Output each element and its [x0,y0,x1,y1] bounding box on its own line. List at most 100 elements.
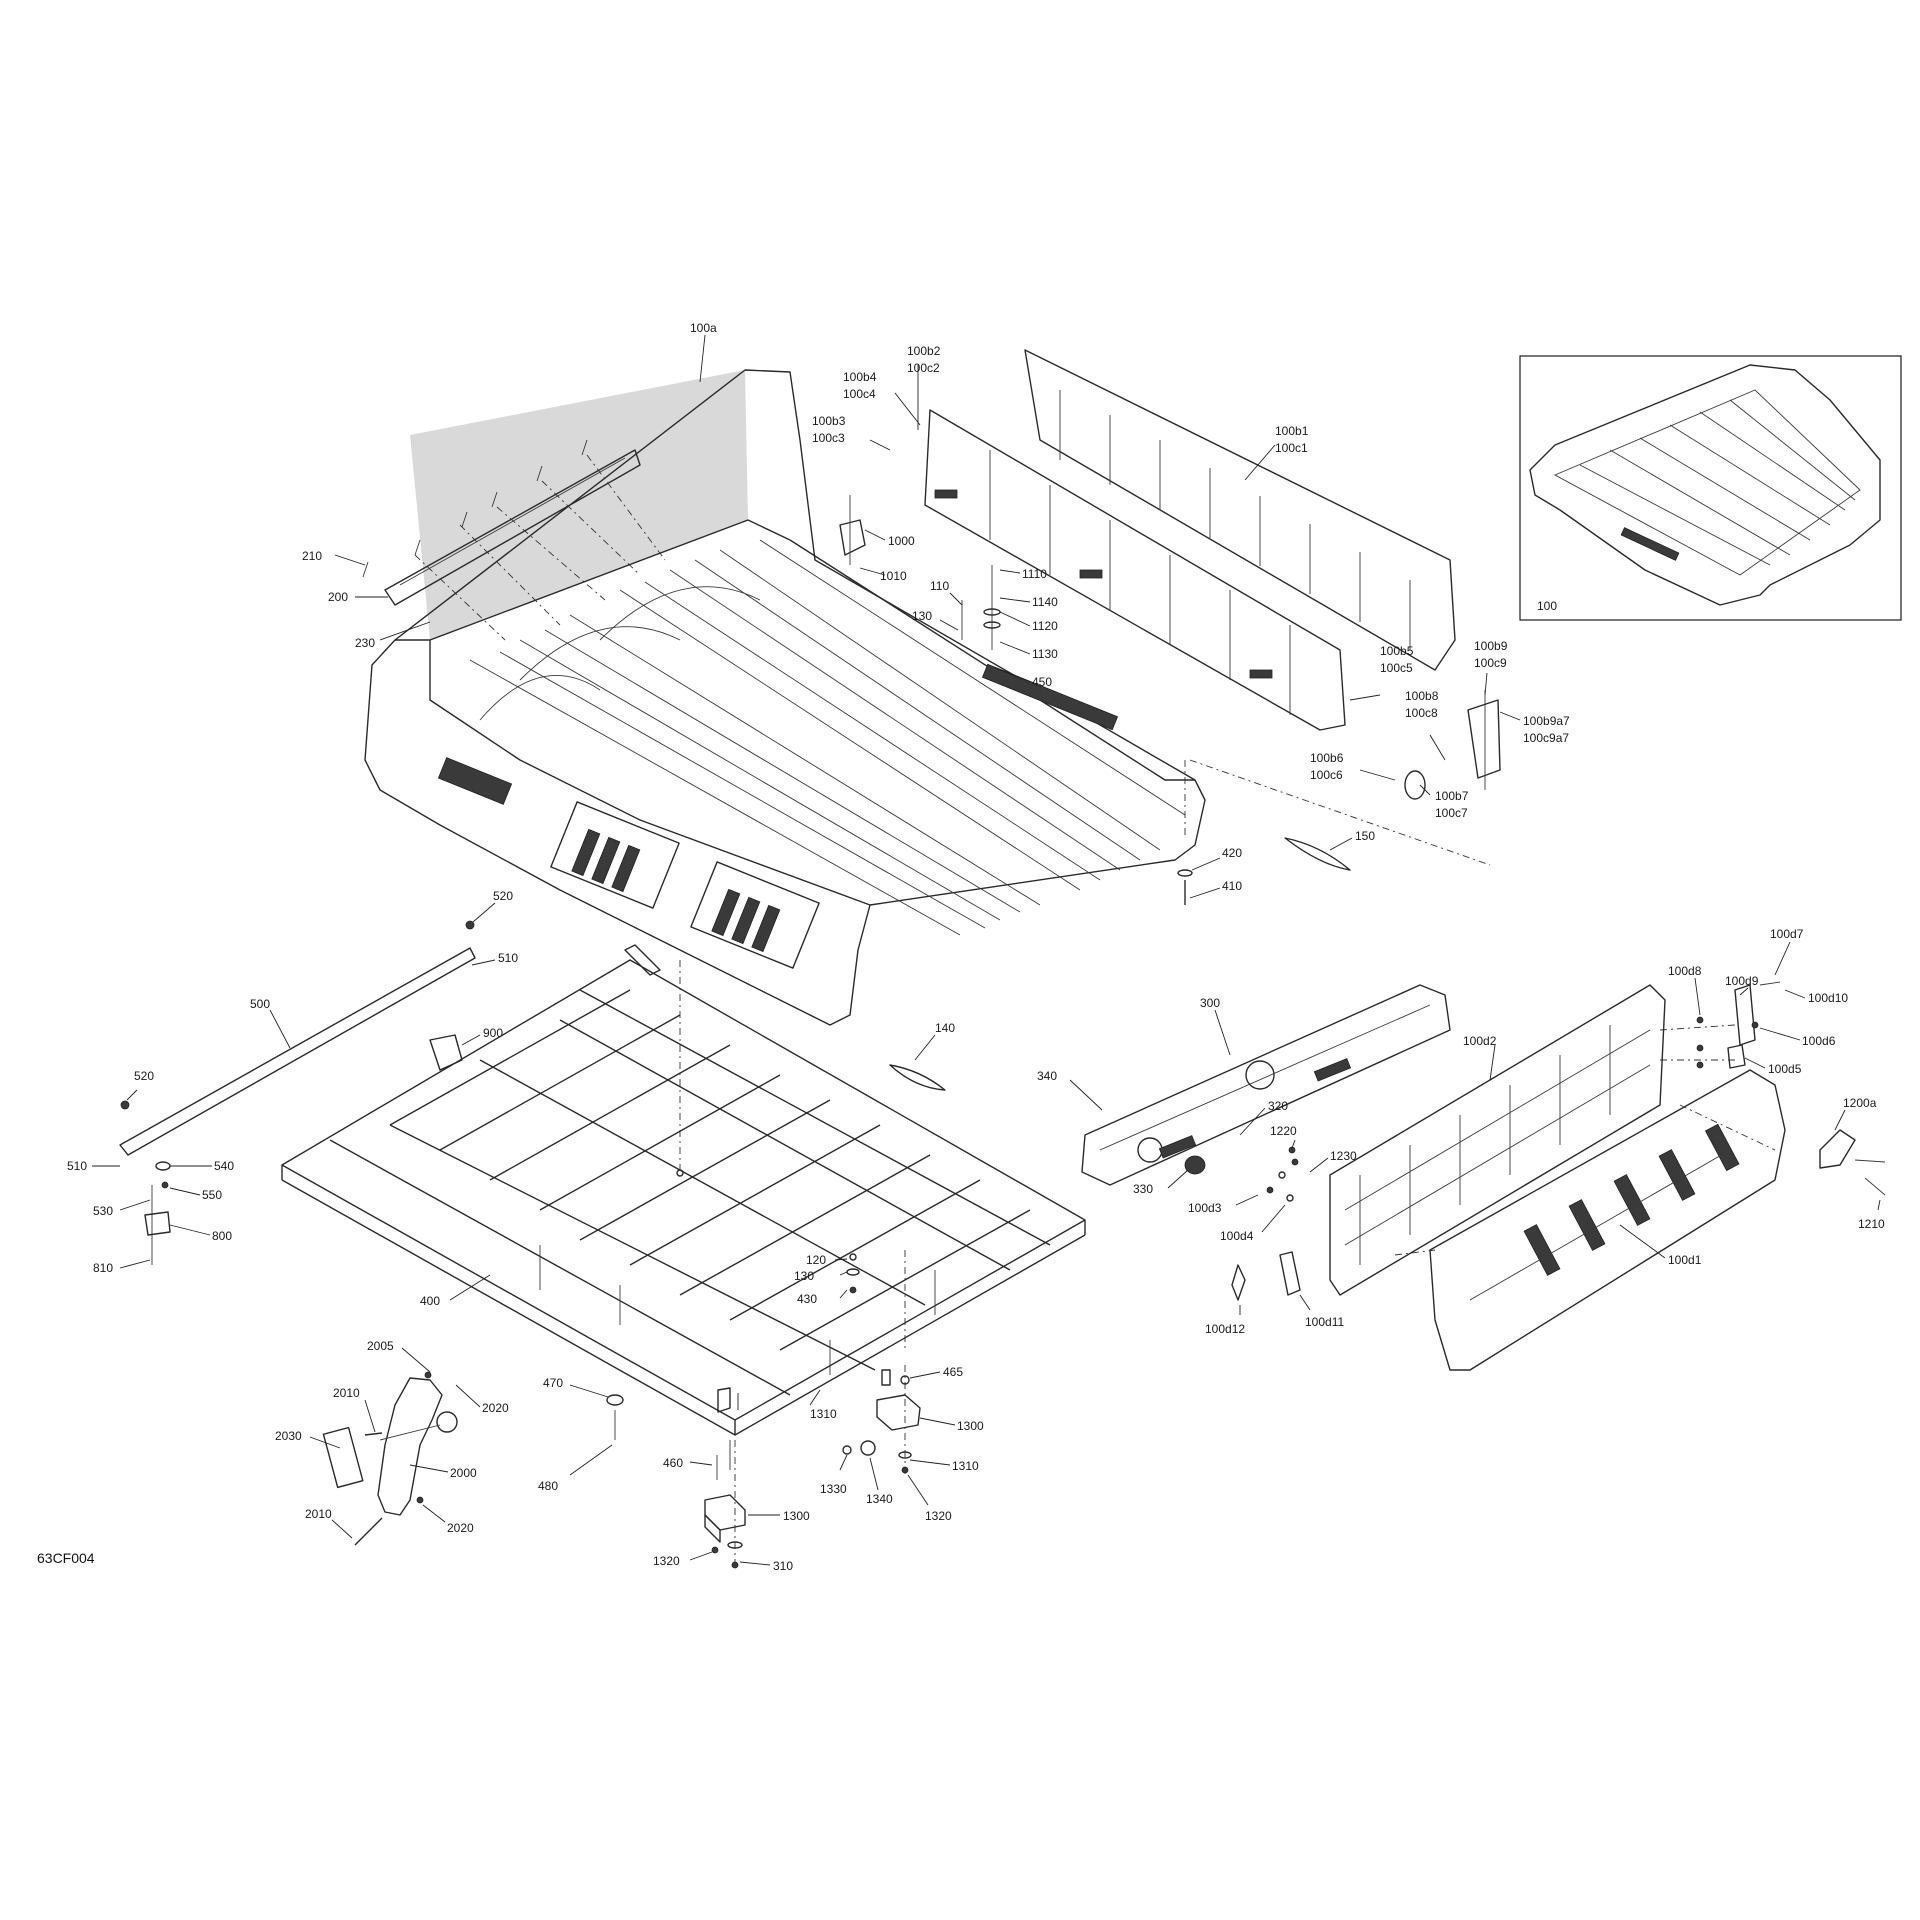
callout-130-top: 130 [912,609,932,623]
callout-100b4: 100b4 [843,370,877,384]
tailgate-top-300: 300 340 320 330 [1037,984,1451,1196]
callout-320: 320 [1268,1099,1288,1113]
callout-2020-bottom: 2020 [447,1521,474,1535]
callout-140: 140 [935,1021,955,1035]
callout-100d4: 100d4 [1220,1229,1254,1243]
callout-1140: 1140 [1032,595,1058,609]
side-rail-500: 520 510 500 520 510 [67,889,518,1173]
callout-100b7: 100b7 [1435,789,1469,803]
callout-1200a: 1200a [1843,1096,1877,1110]
callout-1300-lower: 1300 [783,1509,810,1523]
callout-430: 430 [797,1292,817,1306]
callout-1210: 1210 [1858,1217,1885,1231]
callout-100b6: 100b6 [1310,751,1344,765]
callout-800: 800 [212,1229,232,1243]
callout-100c7: 100c7 [1435,806,1468,820]
frame-400: 400 [281,944,1086,1470]
callout-200: 200 [328,590,348,604]
callout-520-bottom: 520 [134,1069,154,1083]
mount-1300-right: 465 1300 1330 1340 1310 1320 [820,1365,984,1523]
fasteners-410-420: 420 410 150 [1177,829,1375,905]
callout-100c2: 100c2 [907,361,940,375]
callout-510-top: 510 [498,951,518,965]
callout-550: 550 [202,1188,222,1202]
callout-530: 530 [93,1204,113,1218]
callout-1300-upper: 1300 [957,1419,984,1433]
callout-1230: 1230 [1330,1149,1357,1163]
callout-100d5: 100d5 [1768,1062,1802,1076]
drawing-code: 63CF004 [37,1550,95,1566]
callout-520-top: 520 [493,889,513,903]
callout-100: 100 [1537,599,1557,613]
callout-100d11: 100d11 [1305,1315,1344,1329]
front-panel-100b1: 100b1 100c1 100b2 100c2 100b4 100c4 100b… [812,344,1456,731]
callout-100b5: 100b5 [1380,644,1414,658]
callout-1310-upper: 1310 [952,1459,979,1473]
callout-410: 410 [1222,879,1242,893]
callout-1010: 1010 [880,569,907,583]
callout-2010-top: 2010 [333,1386,360,1400]
fasteners-center: 470 480 1310 460 1300 1320 310 [538,1376,837,1573]
tailgate-inner-100d2: 100d2 1220 1230 100d3 100d4 100d12 100d1… [1188,984,1666,1336]
callout-2010-bottom: 2010 [305,1507,332,1521]
callout-330: 330 [1133,1182,1153,1196]
callout-810: 810 [93,1261,113,1275]
callout-100d1: 100d1 [1668,1253,1702,1267]
callout-450: 450 [1032,675,1052,689]
callout-310: 1310 [810,1407,837,1421]
callout-100d6: 100d6 [1802,1034,1836,1048]
callout-100b1: 100b1 [1275,424,1309,438]
callout-100c3: 100c3 [812,431,845,445]
shock-2000: 2005 2010 2020 2030 2000 2010 2020 [275,1339,509,1546]
callout-130-bottom: 130 [794,1269,814,1283]
callout-100b9: 100b9 [1474,639,1508,653]
callout-1330: 1330 [820,1482,847,1496]
cargo-box-100a: 100a [364,321,1206,1026]
latch-parts-100d: 100d8 100d9 100d7 100d10 100d6 100d5 [1659,927,1848,1076]
callout-460: 460 [663,1456,683,1470]
callout-2020-top: 2020 [482,1401,509,1415]
callout-900: 900 [483,1026,503,1040]
callout-1130: 1130 [1032,647,1058,661]
piece-140: 140 [889,1021,955,1091]
callout-100d7: 100d7 [1770,927,1804,941]
callout-1110: 1110 [1022,567,1047,581]
callout-100c4: 100c4 [843,387,876,401]
callout-100b3: 100b3 [812,414,846,428]
callout-1320-lower: 1320 [653,1554,680,1568]
callout-100b8: 100b8 [1405,689,1439,703]
callout-210: 210 [302,549,322,563]
callout-420: 420 [1222,846,1242,860]
callout-400: 400 [420,1294,440,1308]
fasteners-120-130-430: 120 130 430 [794,1253,860,1306]
callout-510-bottom: 510 [67,1159,87,1173]
bracket-1000: 1000 1010 [839,495,915,583]
inset-assembled-view: 100 [1519,355,1902,621]
callout-120: 120 [806,1253,826,1267]
fastener-stack: 1110 1140 1120 1130 450 110 130 [912,565,1058,689]
callout-100d3: 100d3 [1188,1201,1222,1215]
callout-100d8: 100d8 [1668,964,1702,978]
callout-480: 480 [538,1479,558,1493]
callout-340: 340 [1037,1069,1057,1083]
tailgate-outer-100d1: 100d1 [1394,1069,1786,1371]
callout-1310-lower: 310 [773,1559,793,1573]
callout-100c6: 100c6 [1310,768,1343,782]
callout-1220: 1220 [1270,1124,1297,1138]
callout-2005: 2005 [367,1339,394,1353]
callout-150: 150 [1355,829,1375,843]
callout-100a: 100a [690,321,717,335]
callout-1340: 1340 [866,1492,893,1506]
small-parts-left: 540 550 530 800 810 [93,1159,234,1275]
callout-470: 470 [543,1376,563,1390]
callout-100b9a7: 100b9a7 [1523,714,1570,728]
callout-1320-upper: 1320 [925,1509,952,1523]
callout-230: 230 [355,636,375,650]
callout-100b2: 100b2 [907,344,941,358]
hinge-1200a: 1200a 1210 [1819,1096,1886,1231]
callout-1120: 1120 [1032,619,1058,633]
rail-200: 210 200 230 [302,439,666,650]
callout-500: 500 [250,997,270,1011]
callout-2000: 2000 [450,1466,477,1480]
